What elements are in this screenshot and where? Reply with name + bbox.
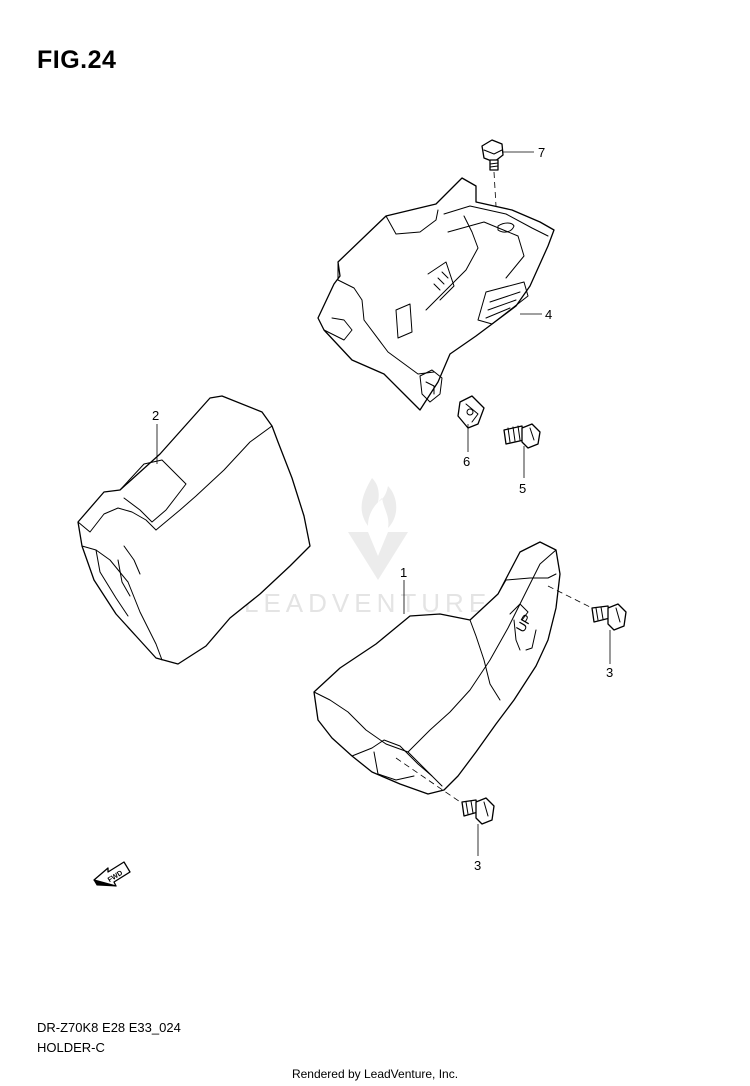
part-2-cover[interactable] (77, 395, 311, 665)
callout-1: 1 (400, 565, 407, 580)
part-3a-bolt[interactable] (591, 603, 627, 631)
rendered-by-credit: Rendered by LeadVenture, Inc. (291, 1067, 459, 1081)
figure-title: FIG.24 (37, 46, 117, 74)
callout-2: 2 (152, 408, 159, 423)
part-6-clip-nut[interactable] (457, 395, 485, 429)
callout-3b: 3 (474, 858, 481, 873)
dashed-line-7 (493, 171, 497, 207)
part-7-bolt[interactable] (481, 139, 504, 171)
callout-4: 4 (545, 307, 552, 322)
leadventure-logo-icon (348, 478, 408, 580)
watermark-text: LEADVENTURE (244, 588, 491, 618)
part-5-screw[interactable] (503, 423, 541, 449)
callout-6: 6 (463, 454, 470, 469)
dashed-line-3b (395, 757, 467, 807)
callout-5: 5 (519, 481, 526, 496)
part-3b-bolt[interactable] (461, 797, 495, 825)
part-1-holder-cover[interactable] (313, 541, 561, 795)
part-4-holder-tray[interactable] (317, 177, 555, 411)
callout-3a: 3 (606, 665, 613, 680)
callout-7: 7 (538, 145, 545, 160)
fwd-arrow-icon: FWD (93, 861, 131, 887)
model-code: DR-Z70K8 E28 E33_024 (37, 1020, 181, 1035)
part-name: HOLDER-C (37, 1040, 105, 1055)
